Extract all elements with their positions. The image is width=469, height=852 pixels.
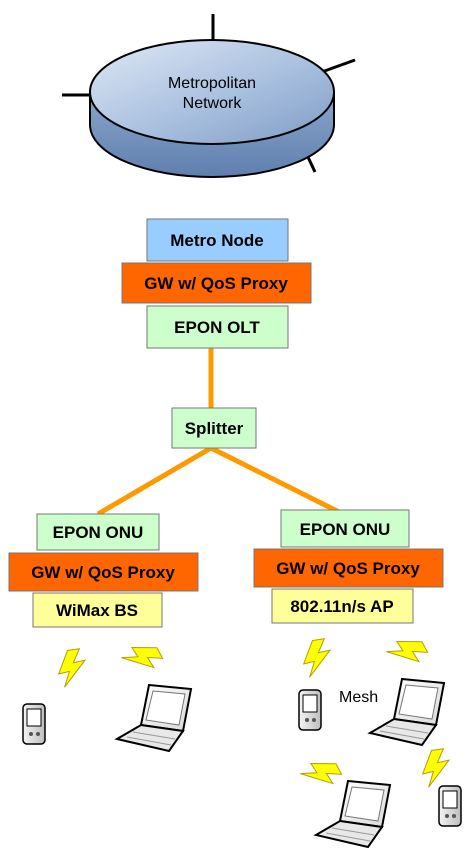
right-gateway-box xyxy=(253,548,444,588)
lightning-icon xyxy=(57,648,87,688)
pda-phone-icon xyxy=(22,703,46,745)
wimax-bs-label: WiMax BS xyxy=(56,601,138,620)
left-gateway-box xyxy=(8,552,199,592)
right-stack: EPON ONU GW w/ QoS Proxy 802.11n/s AP xyxy=(253,509,444,624)
fiber-links xyxy=(96,348,345,517)
left-gateway-label: GW w/ QoS Proxy xyxy=(31,563,175,582)
olt-stack: Metro Node GW w/ QoS Proxy EPON OLT xyxy=(121,218,312,349)
splitter-label: Splitter xyxy=(185,419,244,438)
network-label-line1: Metropolitan xyxy=(168,75,256,92)
network-label-line2: Network xyxy=(183,95,243,112)
access-point-label: 802.11n/s AP xyxy=(290,597,393,616)
right-epon-onu-box xyxy=(280,509,410,548)
epon-olt-box xyxy=(146,305,289,349)
wireless-links xyxy=(57,638,451,788)
pda-phone-icon xyxy=(438,785,462,827)
fiber-splitter-left xyxy=(96,445,213,517)
right-gateway-label: GW w/ QoS Proxy xyxy=(276,559,420,578)
laptop-icon xyxy=(114,683,193,753)
left-epon-onu-label: EPON ONU xyxy=(53,523,144,542)
network-disc-top xyxy=(89,39,335,145)
left-epon-onu-box xyxy=(36,513,160,551)
left-stack: EPON ONU GW w/ QoS Proxy WiMax BS xyxy=(8,513,199,628)
fiber-splitter-right xyxy=(209,445,345,517)
lightning-icon xyxy=(121,647,164,669)
laptop-icon xyxy=(367,677,446,747)
access-point-box xyxy=(271,588,414,624)
gateway-box xyxy=(121,262,312,304)
mesh-label: Mesh xyxy=(339,689,378,706)
metro-node-box xyxy=(146,218,289,262)
lightning-icon xyxy=(300,763,343,785)
lightning-icon xyxy=(302,638,332,678)
wimax-bs-box xyxy=(32,592,163,628)
epon-olt-label: EPON OLT xyxy=(174,318,260,337)
gateway-label: GW w/ QoS Proxy xyxy=(144,274,288,293)
metro-node-label: Metro Node xyxy=(170,231,264,250)
right-epon-onu-label: EPON ONU xyxy=(300,520,391,539)
splitter-box xyxy=(171,407,257,449)
lightning-icon xyxy=(421,748,451,788)
devices xyxy=(22,677,462,849)
lightning-icon xyxy=(386,641,429,663)
metropolitan-network: Metropolitan Network xyxy=(62,14,356,178)
pda-phone-icon xyxy=(298,689,322,731)
splitter: Splitter xyxy=(171,407,257,449)
laptop-icon xyxy=(313,779,392,849)
